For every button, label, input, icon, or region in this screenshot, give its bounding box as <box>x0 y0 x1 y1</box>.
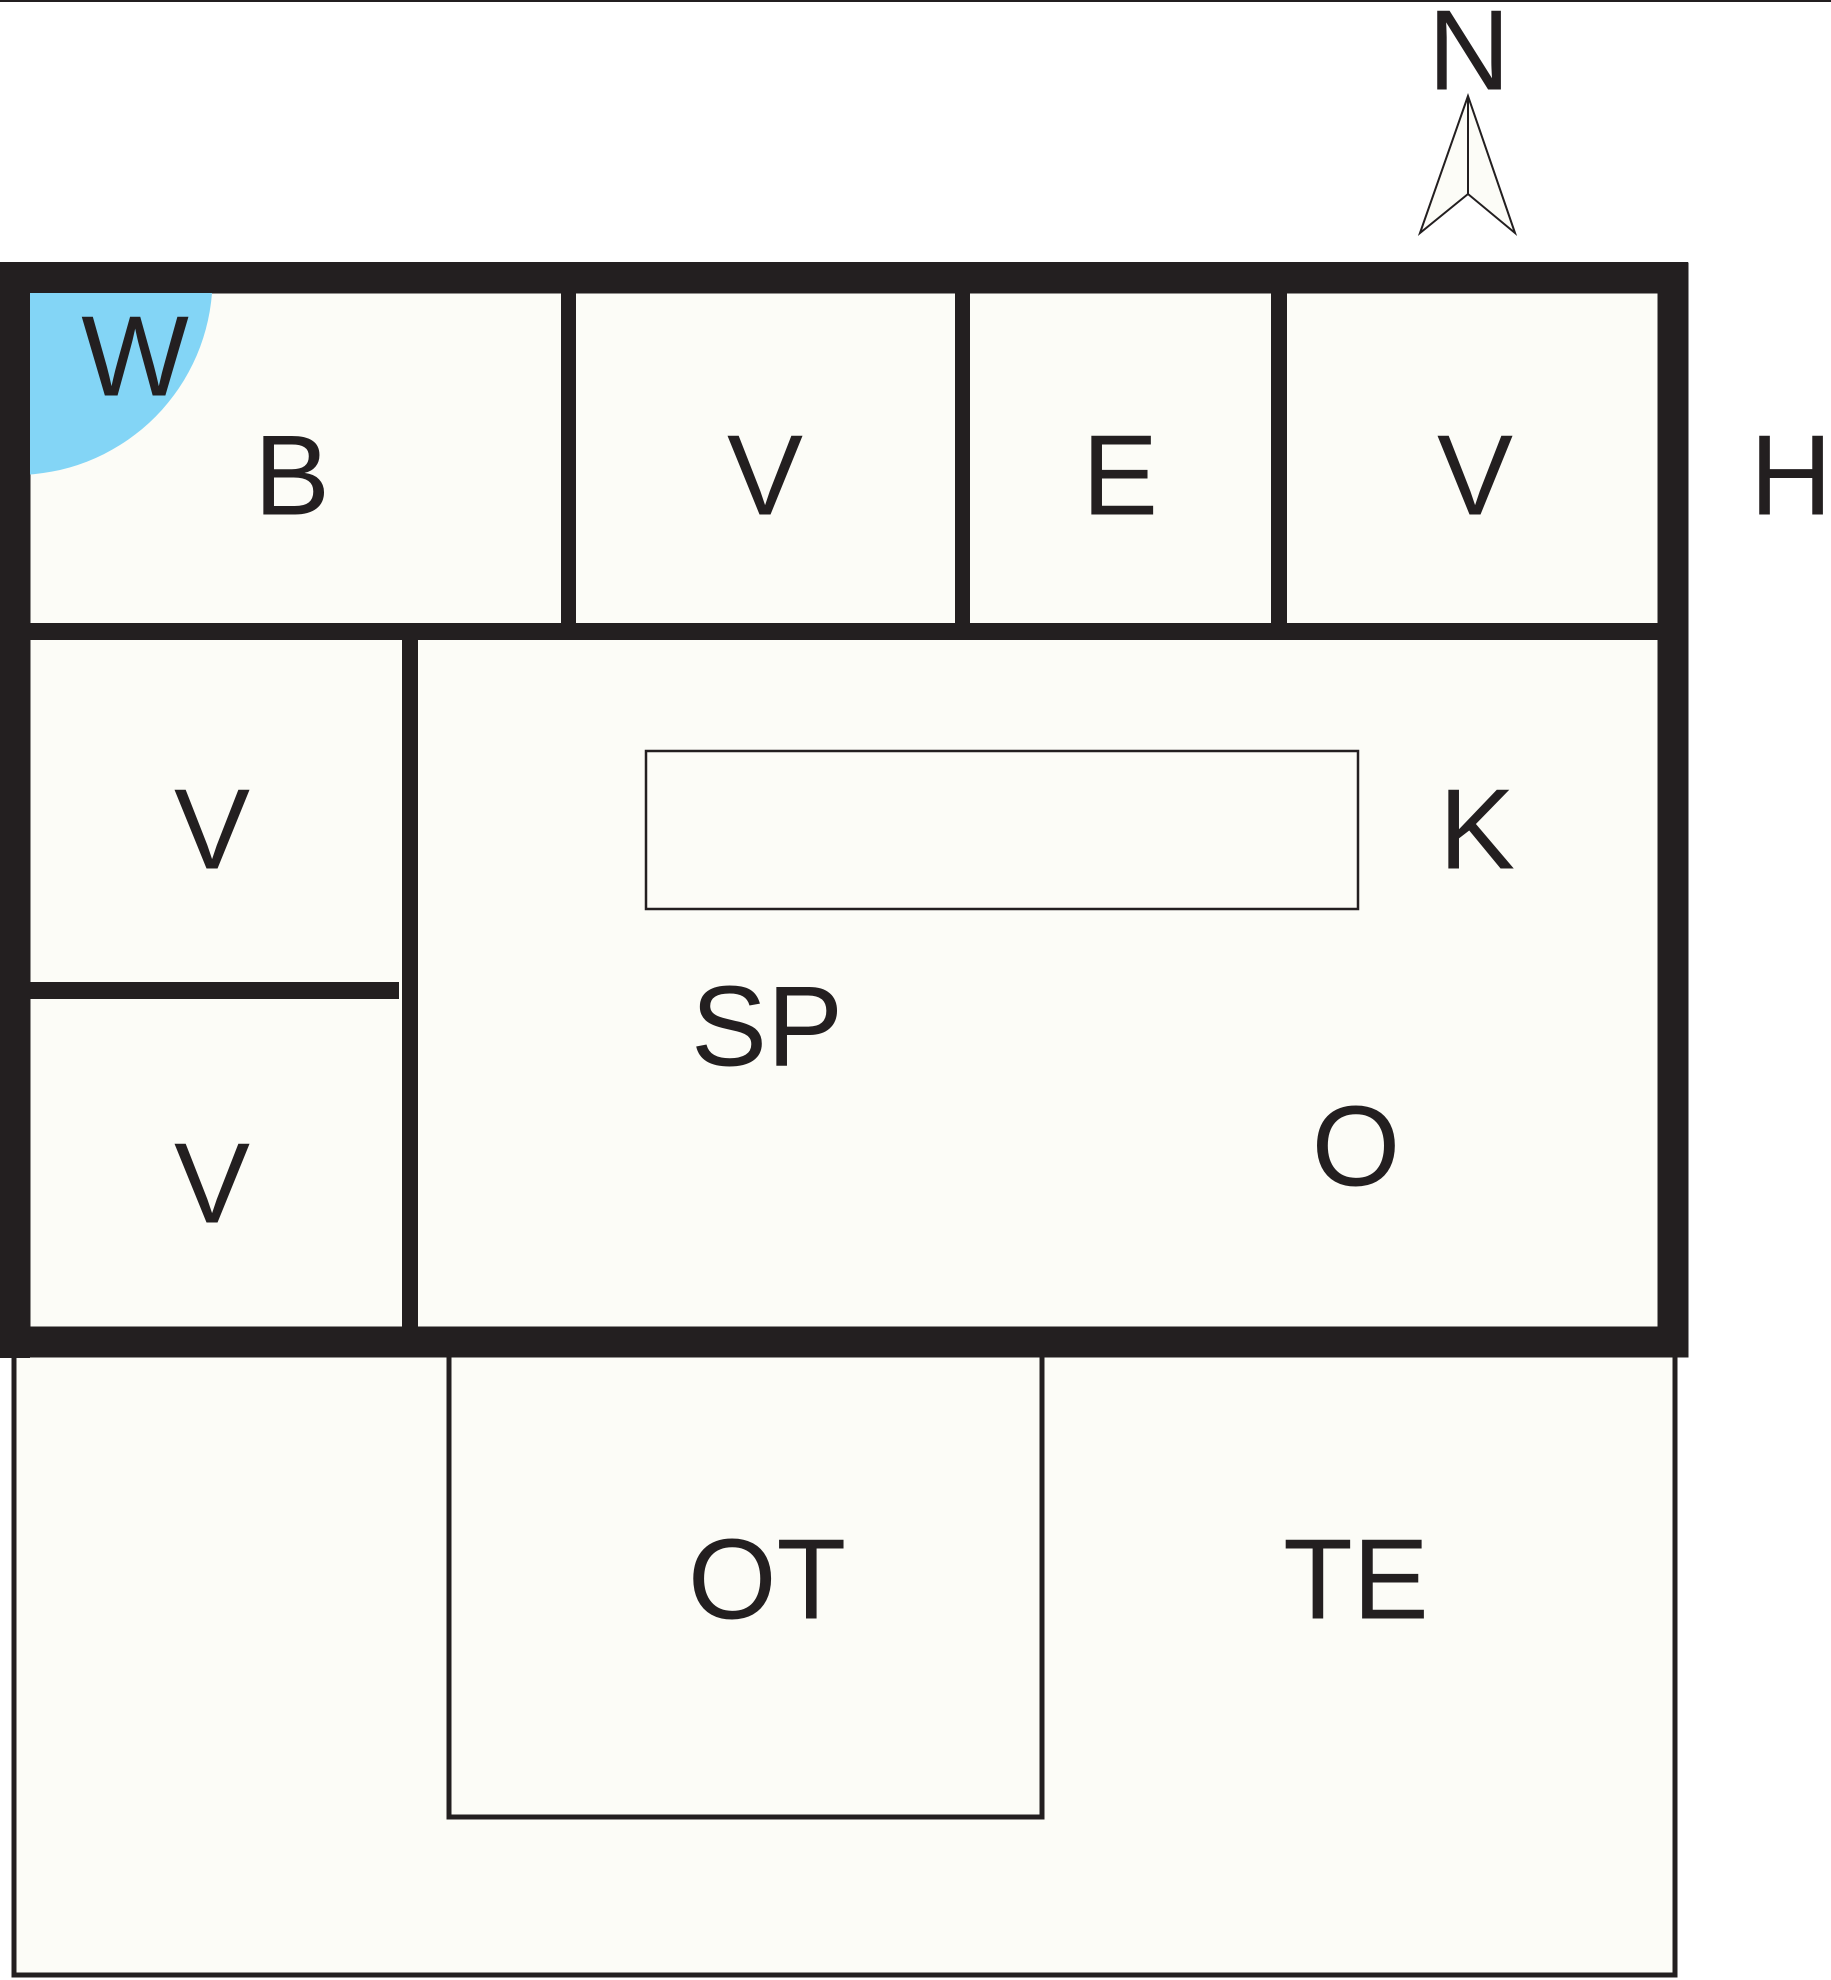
room-label-te: TE <box>1283 1517 1429 1644</box>
room-label-v: V <box>174 1121 250 1248</box>
wall <box>402 640 418 1330</box>
wall-left-fill <box>0 262 30 1358</box>
room-label-ot: OT <box>688 1517 846 1644</box>
room-label-e: E <box>1082 413 1158 540</box>
kitchen-island <box>644 749 1360 911</box>
wall <box>955 293 970 633</box>
room-label-sp: SP <box>691 964 843 1091</box>
room-label-h: H <box>1750 413 1831 540</box>
room-label-b: B <box>254 413 330 540</box>
room-label-k: K <box>1439 767 1515 894</box>
north-arrow-icon <box>1417 92 1518 237</box>
room-label-v: V <box>1437 413 1513 540</box>
wall <box>561 293 576 633</box>
compass-label: N <box>1428 0 1510 115</box>
room-label-v: V <box>727 413 803 540</box>
wall-top-fill <box>0 262 1688 293</box>
wall <box>1271 293 1287 633</box>
room-label-w: W <box>81 294 189 421</box>
room-label-o: O <box>1312 1084 1401 1211</box>
room-label-v: V <box>174 767 250 894</box>
wall <box>28 982 399 999</box>
ot-area <box>446 1337 1045 1820</box>
water-quarter-circle <box>15 293 212 476</box>
wall <box>28 623 1660 640</box>
